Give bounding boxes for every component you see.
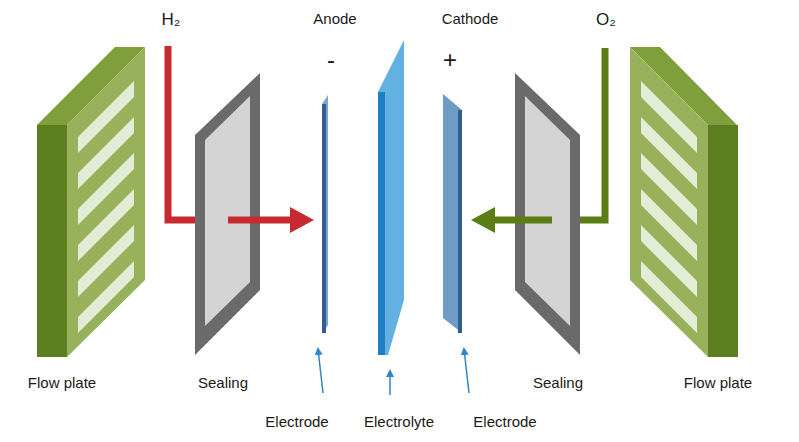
flow-channel [78,261,134,333]
sealing-gasket [515,73,580,355]
leader-arrow [318,349,323,393]
anode-electrode [322,95,328,333]
polarity-sign: + [443,46,457,74]
cathode-electrode [443,94,462,333]
flow-channel [78,225,134,297]
sealing-gasket [195,73,260,355]
part-label: Electrode [473,413,536,430]
flow-channel [641,117,697,189]
flow-channel [78,153,134,225]
electrode-pole-label: Anode [313,10,356,27]
gas-label: H₂ [162,10,181,30]
flow-channel [641,81,697,153]
oxygen-arrow [487,217,552,224]
electrolyte-membrane [378,40,404,355]
flow-channel [78,189,134,261]
flow-channel [78,117,134,189]
part-label: Electrolyte [364,413,434,430]
flow-channel [78,81,134,153]
flow-channel [641,153,697,225]
flow-channel [641,189,697,261]
leader-arrow [464,349,469,393]
flow-channel [641,225,697,297]
part-label: Sealing [198,374,248,391]
part-label: Electrode [265,413,328,430]
leader-arrow [389,371,391,395]
gas-label: O₂ [596,10,616,30]
hydrogen-arrowhead [290,207,314,233]
flow-plate [630,47,738,357]
part-label: Flow plate [28,374,96,391]
flow-plate [37,47,145,357]
part-label: Sealing [533,374,583,391]
oxygen-arrowhead [471,207,495,233]
electrode-pole-label: Cathode [442,10,499,27]
polarity-sign: - [327,46,335,74]
part-label: Flow plate [684,374,752,391]
flow-channel [641,261,697,333]
hydrogen-arrow [228,217,298,224]
